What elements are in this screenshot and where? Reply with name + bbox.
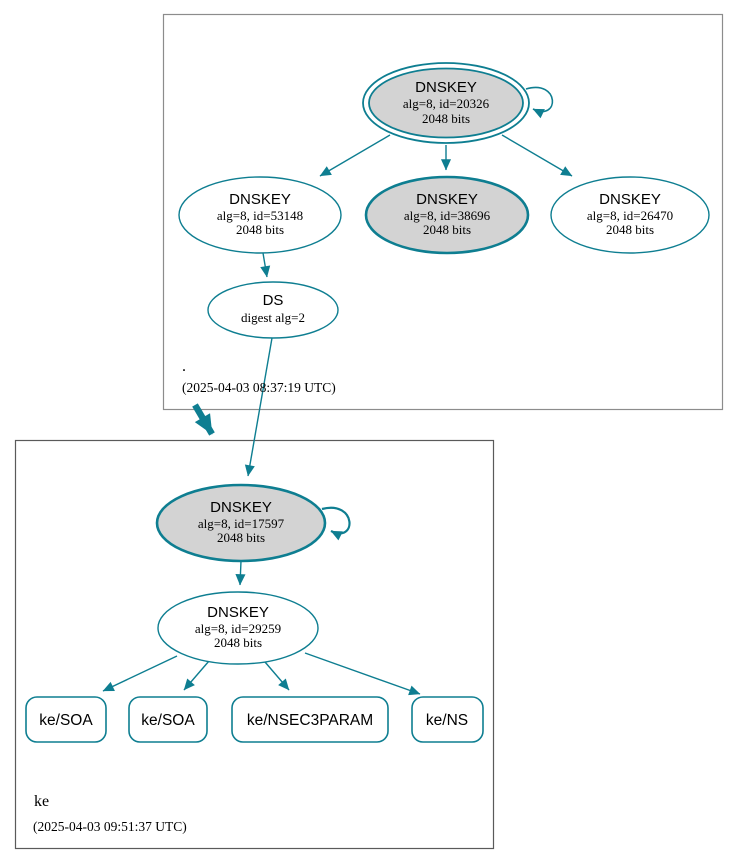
node-title: DNSKEY (415, 79, 477, 96)
edge-root-ksk-to-zsk-right (501, 134, 573, 177)
edge-zsk-left-to-ds (260, 252, 271, 278)
node-detail: alg=8, id=20326 (403, 96, 490, 111)
node-title: DNSKEY (599, 191, 661, 208)
node-rrset-ke-soa-1[interactable]: ke/SOA (25, 696, 107, 743)
node-detail: 2048 bits (236, 222, 284, 237)
zone-label-root: . (182, 358, 186, 375)
dnskey-29259-ellipse (157, 591, 319, 665)
edge-ke-zsk-to-soa2 (183, 660, 210, 691)
rrset-nsec3param-box (231, 696, 389, 743)
rrset-label: ke/SOA (141, 712, 195, 729)
dnskey-53148-ellipse (178, 176, 342, 254)
node-root-dnskey-38696[interactable]: DNSKEY alg=8, id=38696 2048 bits (364, 175, 530, 255)
node-detail: alg=8, id=26470 (587, 208, 673, 223)
rrset-soa2-box (128, 696, 208, 743)
node-rrset-ke-nsec3param[interactable]: ke/NSEC3PARAM (231, 696, 389, 743)
edge-root-ksk-self-sign (525, 86, 554, 119)
root-ksk-inner-ring (368, 67, 524, 139)
node-detail: 2048 bits (606, 222, 654, 237)
node-detail: 2048 bits (422, 111, 470, 126)
dnskey-17597-ellipse (155, 483, 327, 563)
dnskey-26470-ellipse (550, 176, 710, 254)
node-detail: 2048 bits (217, 530, 265, 545)
edge-ke-ksk-self-sign (321, 506, 351, 541)
edge-root-ksk-to-zsk-left (319, 134, 391, 177)
edge-ke-ksk-to-zsk (235, 560, 246, 586)
node-detail: alg=8, id=53148 (217, 208, 303, 223)
ds-ellipse (207, 281, 339, 339)
edge-ds-to-ke-ksk (244, 337, 273, 477)
node-ke-zsk-29259[interactable]: DNSKEY alg=8, id=29259 2048 bits (157, 591, 319, 665)
zone-timestamp-root: (2025-04-03 08:37:19 UTC) (182, 380, 336, 395)
node-root-ksk-20326[interactable]: DNSKEY alg=8, id=20326 2048 bits (362, 62, 530, 144)
node-detail: alg=8, id=29259 (195, 621, 281, 636)
edge-ke-zsk-to-nsec3param (264, 661, 290, 691)
rrset-label: ke/SOA (39, 712, 93, 729)
node-root-ds[interactable]: DS digest alg=2 (207, 281, 339, 339)
node-title: DNSKEY (229, 191, 291, 208)
node-title: DS (263, 292, 284, 309)
rrset-soa1-box (25, 696, 107, 743)
rrset-ns-box (411, 696, 484, 743)
node-detail: digest alg=2 (241, 310, 305, 325)
zone-label-ke: ke (34, 793, 49, 810)
node-detail: alg=8, id=38696 (404, 208, 491, 223)
zone-timestamp-ke: (2025-04-03 09:51:37 UTC) (33, 819, 187, 834)
node-root-dnskey-53148[interactable]: DNSKEY alg=8, id=53148 2048 bits (178, 176, 342, 254)
rrset-label: ke/NSEC3PARAM (247, 712, 373, 729)
node-rrset-ke-ns[interactable]: ke/NS (411, 696, 484, 743)
edge-ke-zsk-to-ns (304, 652, 421, 696)
node-root-dnskey-26470[interactable]: DNSKEY alg=8, id=26470 2048 bits (550, 176, 710, 254)
dnskey-38696-ellipse (364, 175, 530, 255)
edge-ke-zsk-to-soa1 (102, 655, 178, 692)
node-rrset-ke-soa-2[interactable]: ke/SOA (128, 696, 208, 743)
node-title: DNSKEY (207, 604, 269, 621)
node-detail: 2048 bits (214, 635, 262, 650)
rrset-label: ke/NS (426, 712, 468, 729)
node-title: DNSKEY (210, 499, 272, 516)
node-detail: alg=8, id=17597 (198, 516, 285, 531)
node-ke-ksk-17597[interactable]: DNSKEY alg=8, id=17597 2048 bits (155, 483, 327, 563)
node-title: DNSKEY (416, 191, 478, 208)
node-detail: 2048 bits (423, 222, 471, 237)
edge-root-delegation-to-ke (192, 403, 215, 436)
